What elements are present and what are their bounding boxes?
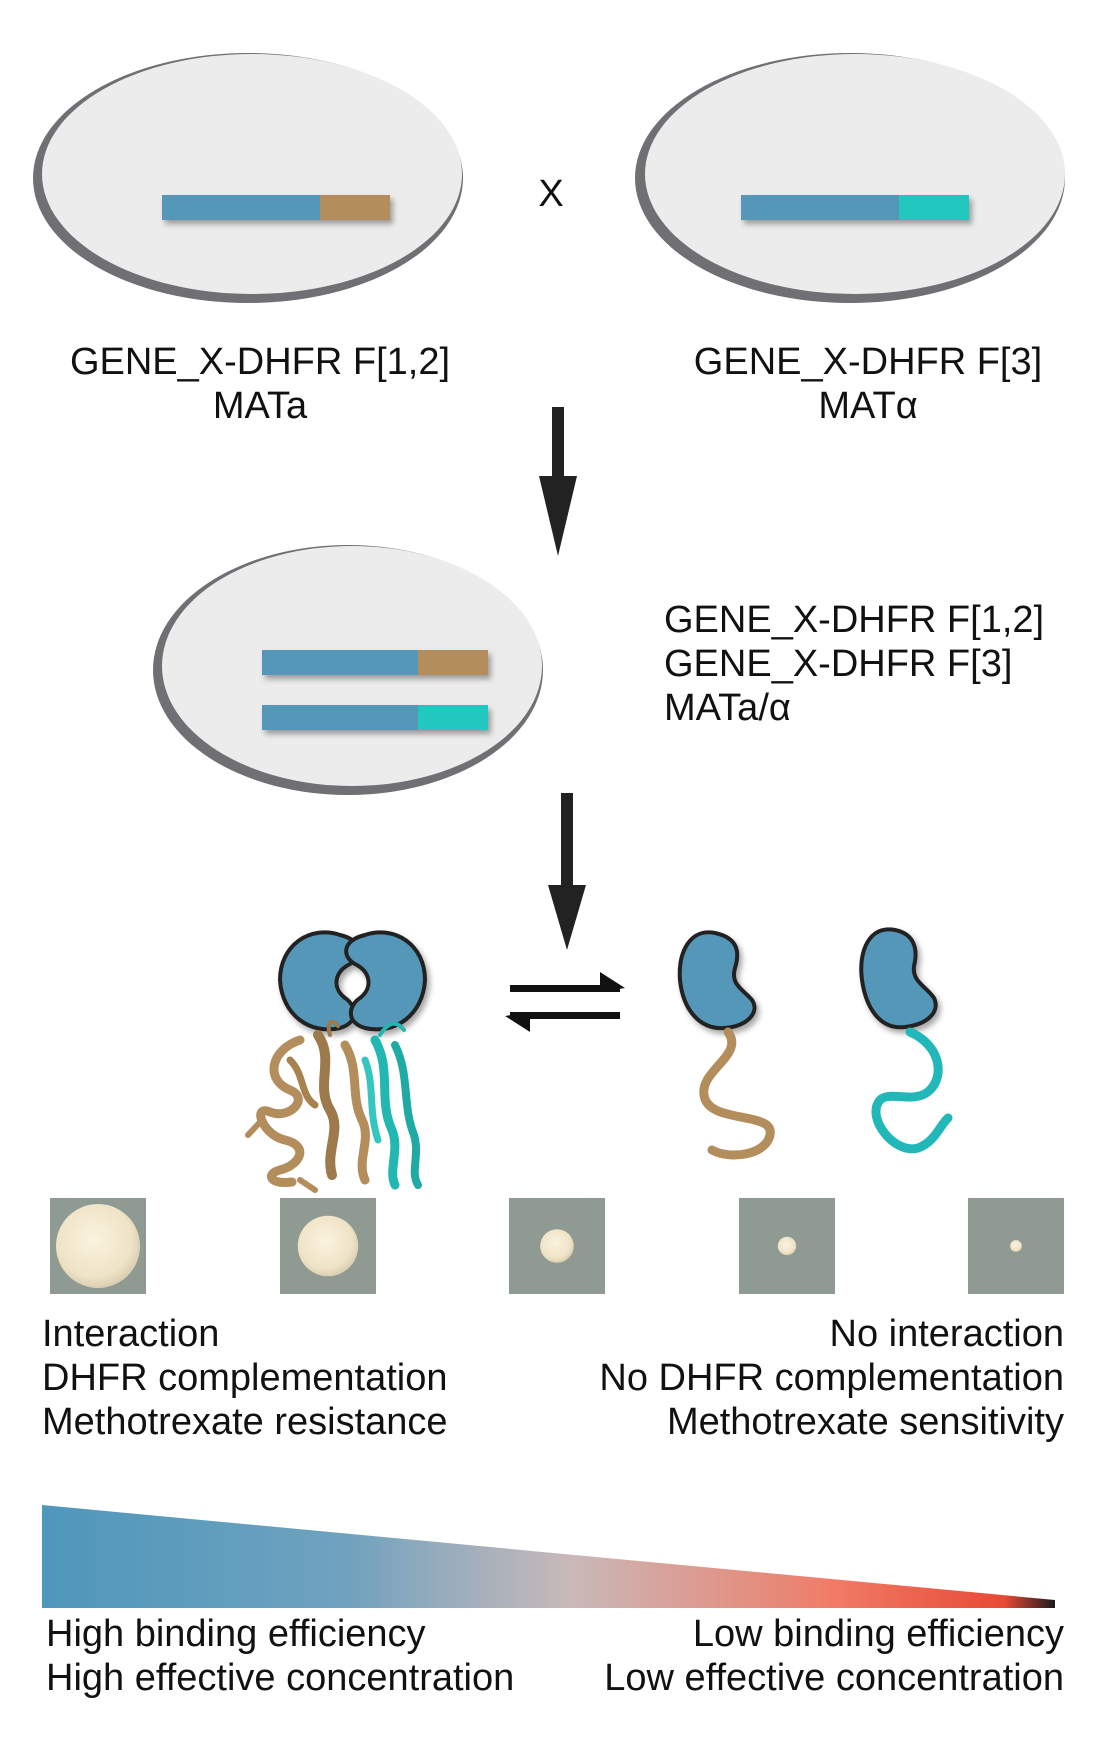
down-arrow-1-icon	[539, 407, 577, 556]
haploid-cell-left	[33, 53, 463, 303]
yeast-colony-icon	[540, 1229, 574, 1263]
dhfr-fragment-f3-icon	[859, 927, 953, 1154]
haploid-left-label: GENE_X-DHFR F[1,2] MATa	[60, 340, 460, 428]
outcome-no-interaction: No interaction	[829, 1313, 1064, 1355]
outcome-complementation: DHFR complementation	[42, 1357, 448, 1399]
yeast-colony-icon	[56, 1204, 140, 1288]
diploid-genotype-2: GENE_X-DHFR F[3]	[664, 643, 1013, 685]
yeast-colony-tile	[280, 1198, 376, 1294]
yeast-colony-tile	[509, 1198, 605, 1294]
haploid-left-genotype: GENE_X-DHFR F[1,2]	[69, 341, 451, 383]
diploid-label: GENE_X-DHFR F[1,2] GENE_X-DHFR F[3] MATa…	[664, 598, 1044, 730]
diploid-mating-type: MATa/α	[664, 687, 791, 729]
yeast-colony-icon	[1010, 1240, 1022, 1252]
gene-construct-f3	[741, 195, 969, 220]
interaction-outcome-label: Interaction DHFR complementation Methotr…	[42, 1312, 448, 1444]
outcome-sensitivity: Methotrexate sensitivity	[666, 1401, 1064, 1443]
gradient-right-label: Low binding efficiency Low effective con…	[604, 1612, 1064, 1700]
yeast-colony-tile	[739, 1198, 835, 1294]
down-arrow-2-icon	[548, 793, 586, 950]
equilibrium-arrows-icon	[505, 972, 625, 1032]
haploid-right-label: GENE_X-DHFR F[3] MATα	[668, 340, 1068, 428]
low-effective-concentration: Low effective concentration	[604, 1657, 1064, 1699]
diploid-cell	[153, 545, 543, 795]
gene-construct-f12-diploid	[262, 650, 488, 675]
yeast-colony-tile	[50, 1198, 146, 1294]
no-interaction-outcome-label: No interaction No DHFR complementation M…	[599, 1312, 1064, 1444]
cross-symbol: X	[538, 173, 563, 215]
haploid-right-genotype: GENE_X-DHFR F[3]	[693, 341, 1043, 383]
reassembled-dhfr-icon	[278, 930, 427, 1032]
efficiency-gradient-wedge	[42, 1505, 1055, 1608]
haploid-cell-right	[635, 53, 1065, 303]
yeast-colony-tile	[968, 1198, 1064, 1294]
gradient-left-label: High binding efficiency High effective c…	[46, 1612, 514, 1700]
haploid-right-mating-type: MATα	[818, 385, 918, 427]
gene-construct-f12	[162, 195, 390, 220]
colony-row	[50, 1198, 1064, 1294]
gene-construct-f3-diploid	[262, 705, 488, 730]
outcome-no-complementation: No DHFR complementation	[599, 1357, 1064, 1399]
outcome-resistance: Methotrexate resistance	[42, 1401, 448, 1443]
diploid-genotype-1: GENE_X-DHFR F[1,2]	[664, 599, 1045, 641]
outcome-interaction: Interaction	[42, 1313, 220, 1355]
low-binding-efficiency: Low binding efficiency	[692, 1613, 1064, 1655]
high-binding-efficiency: High binding efficiency	[46, 1613, 426, 1655]
haploid-left-mating-type: MATa	[212, 385, 308, 427]
protein-complex-structure-icon	[245, 1019, 422, 1193]
yeast-colony-icon	[297, 1215, 359, 1277]
high-effective-concentration: High effective concentration	[46, 1657, 515, 1699]
dhfr-fragment-f12-icon	[677, 930, 775, 1160]
yeast-colony-icon	[777, 1236, 797, 1256]
